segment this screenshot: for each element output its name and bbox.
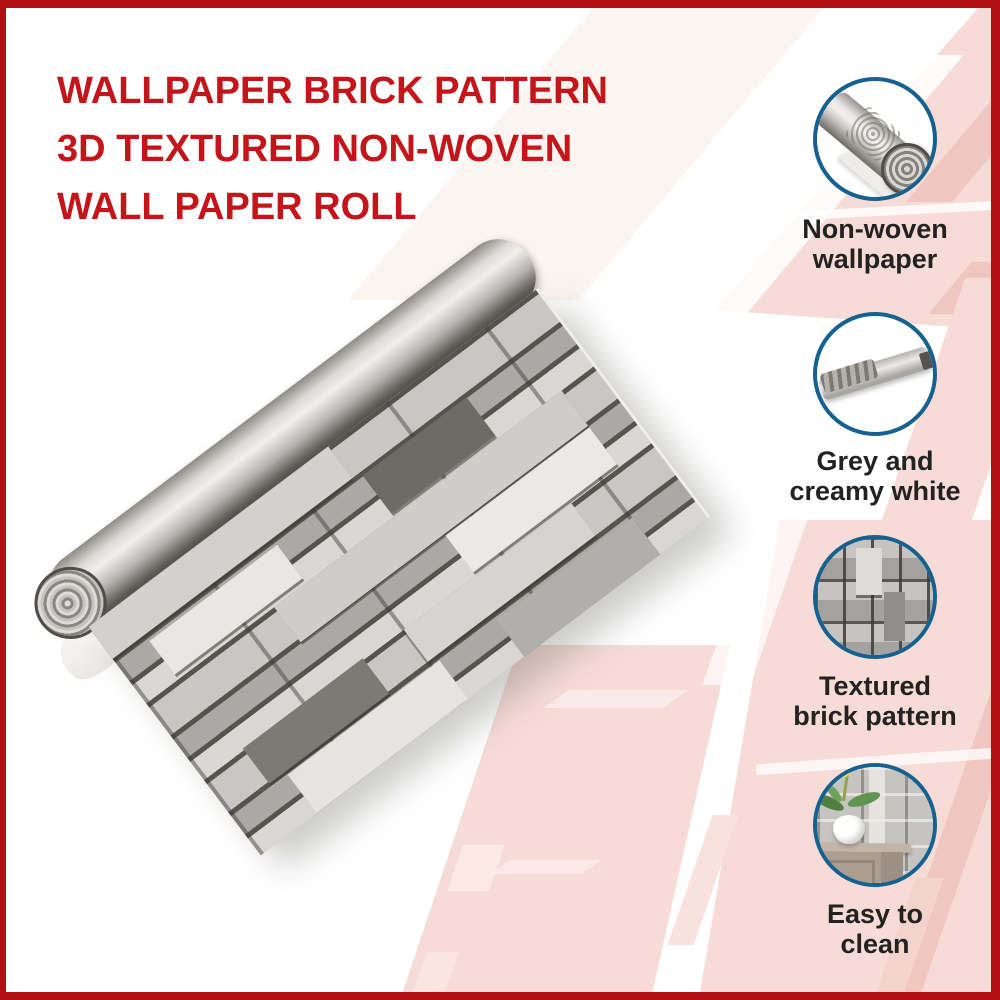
room-scene-icon: [817, 767, 933, 883]
feature-circle-grey-white: [813, 312, 937, 436]
title-line-3: WALL PAPER ROLL: [57, 186, 417, 228]
brick-slat: [403, 503, 596, 662]
feature-label-textured: Textured brick pattern: [793, 671, 957, 731]
frame-top-bar: [0, 0, 1000, 8]
brick-slat: [274, 390, 589, 643]
rolled-tube-icon: [817, 316, 933, 432]
paper-curl-flap: [46, 575, 158, 691]
brick-slat: [445, 427, 617, 573]
brick-slat: [149, 544, 303, 675]
feature-circle-textured: [813, 535, 937, 659]
brick-highlight: [856, 548, 882, 595]
feature-label-non-woven: Non-woven wallpaper: [802, 214, 948, 274]
frame-bottom-bar: [0, 992, 1000, 1000]
cabinet-side: [881, 852, 903, 883]
brick-slat: [242, 658, 390, 784]
feature-circle-non-woven: [813, 77, 937, 201]
frame-left-bar: [0, 0, 6, 1000]
brick-slat: [287, 660, 469, 814]
title-line-2: 3D TEXTURED NON-WOVEN: [57, 128, 573, 170]
page-title: WALLPAPER BRICK PATTERN 3D TEXTURED NON-…: [57, 62, 657, 236]
roll-spiral-end-icon: [881, 143, 933, 195]
plant-pot-icon: [833, 815, 865, 844]
brick-slat: [88, 446, 353, 659]
feature-circle-easy-clean: [813, 763, 937, 887]
feature-label-grey-white: Grey and creamy white: [789, 446, 961, 506]
title-line-1: WALLPAPER BRICK PATTERN: [57, 70, 608, 112]
brick-slat: [362, 397, 496, 514]
brick-slat: [496, 517, 660, 657]
white-chevron-accent: [543, 690, 689, 708]
brick-texture-icon: [817, 539, 933, 655]
cabinet-panel: [821, 860, 875, 883]
wallpaper-roll-icon: [817, 81, 933, 197]
frame-right-bar: [991, 0, 1000, 1000]
roll-spiral-end-icon: [20, 552, 121, 654]
feature-label-easy-clean: Easy to clean: [826, 899, 924, 959]
brick-shadow: [884, 592, 906, 642]
